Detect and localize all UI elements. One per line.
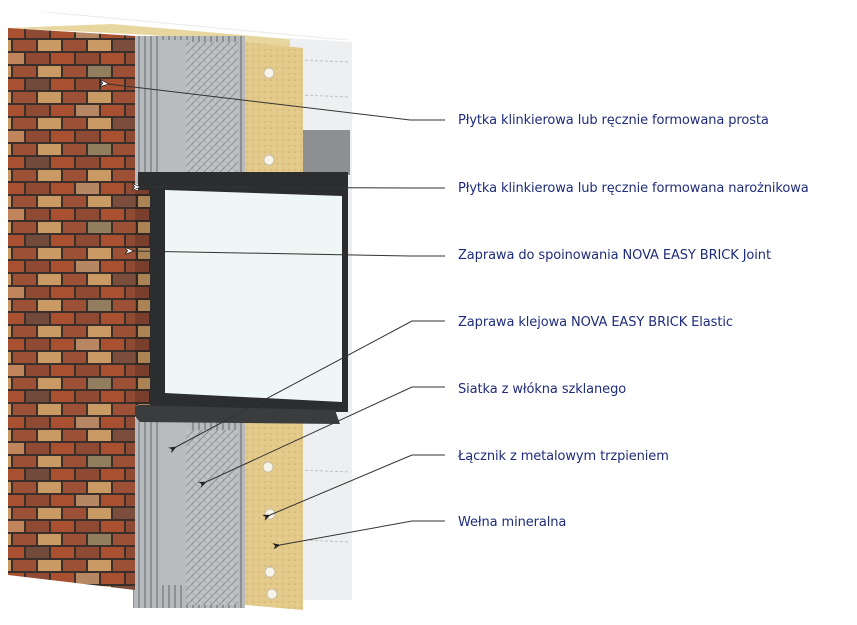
callout-label-flat-tile: Płytka klinkierowa lub ręcznie formowana… [458, 113, 769, 128]
top-edge [8, 12, 352, 48]
leader-mineral-wool [272, 520, 445, 550]
leader-adhesive-mortar [168, 320, 445, 454]
adhesive-and-mesh-layers [133, 36, 245, 608]
leader-fiberglass-mesh [198, 386, 445, 488]
callout-label-adhesive-mortar: Zaprawa klejowa NOVA EASY BRICK Elastic [458, 315, 733, 330]
leader-joint-mortar [133, 251, 445, 257]
window-sill [125, 405, 340, 424]
callout-label-fiberglass-mesh: Siatka z włókna szklanego [458, 382, 627, 397]
mineral-wool-layer [245, 42, 303, 610]
callout-label-corner-tile: Płytka klinkierowa lub ręcznie formowana… [458, 181, 809, 196]
concrete-lintel [300, 130, 350, 175]
anchor-icon [262, 67, 278, 600]
leader-flat-tile [108, 84, 445, 121]
callout-label-mineral-wool: Wełna mineralna [458, 515, 567, 530]
brick-cladding [8, 28, 150, 590]
leader-lines [108, 84, 445, 550]
callout-label-metal-pin-anchor: Łącznik z metalowym trzpieniem [458, 449, 669, 464]
leader-metal-pin-anchor [262, 454, 445, 521]
window [125, 172, 348, 424]
callout-label-joint-mortar: Zaprawa do spoinowania NOVA EASY BRICK J… [458, 248, 771, 263]
leader-corner-tile [140, 187, 445, 188]
